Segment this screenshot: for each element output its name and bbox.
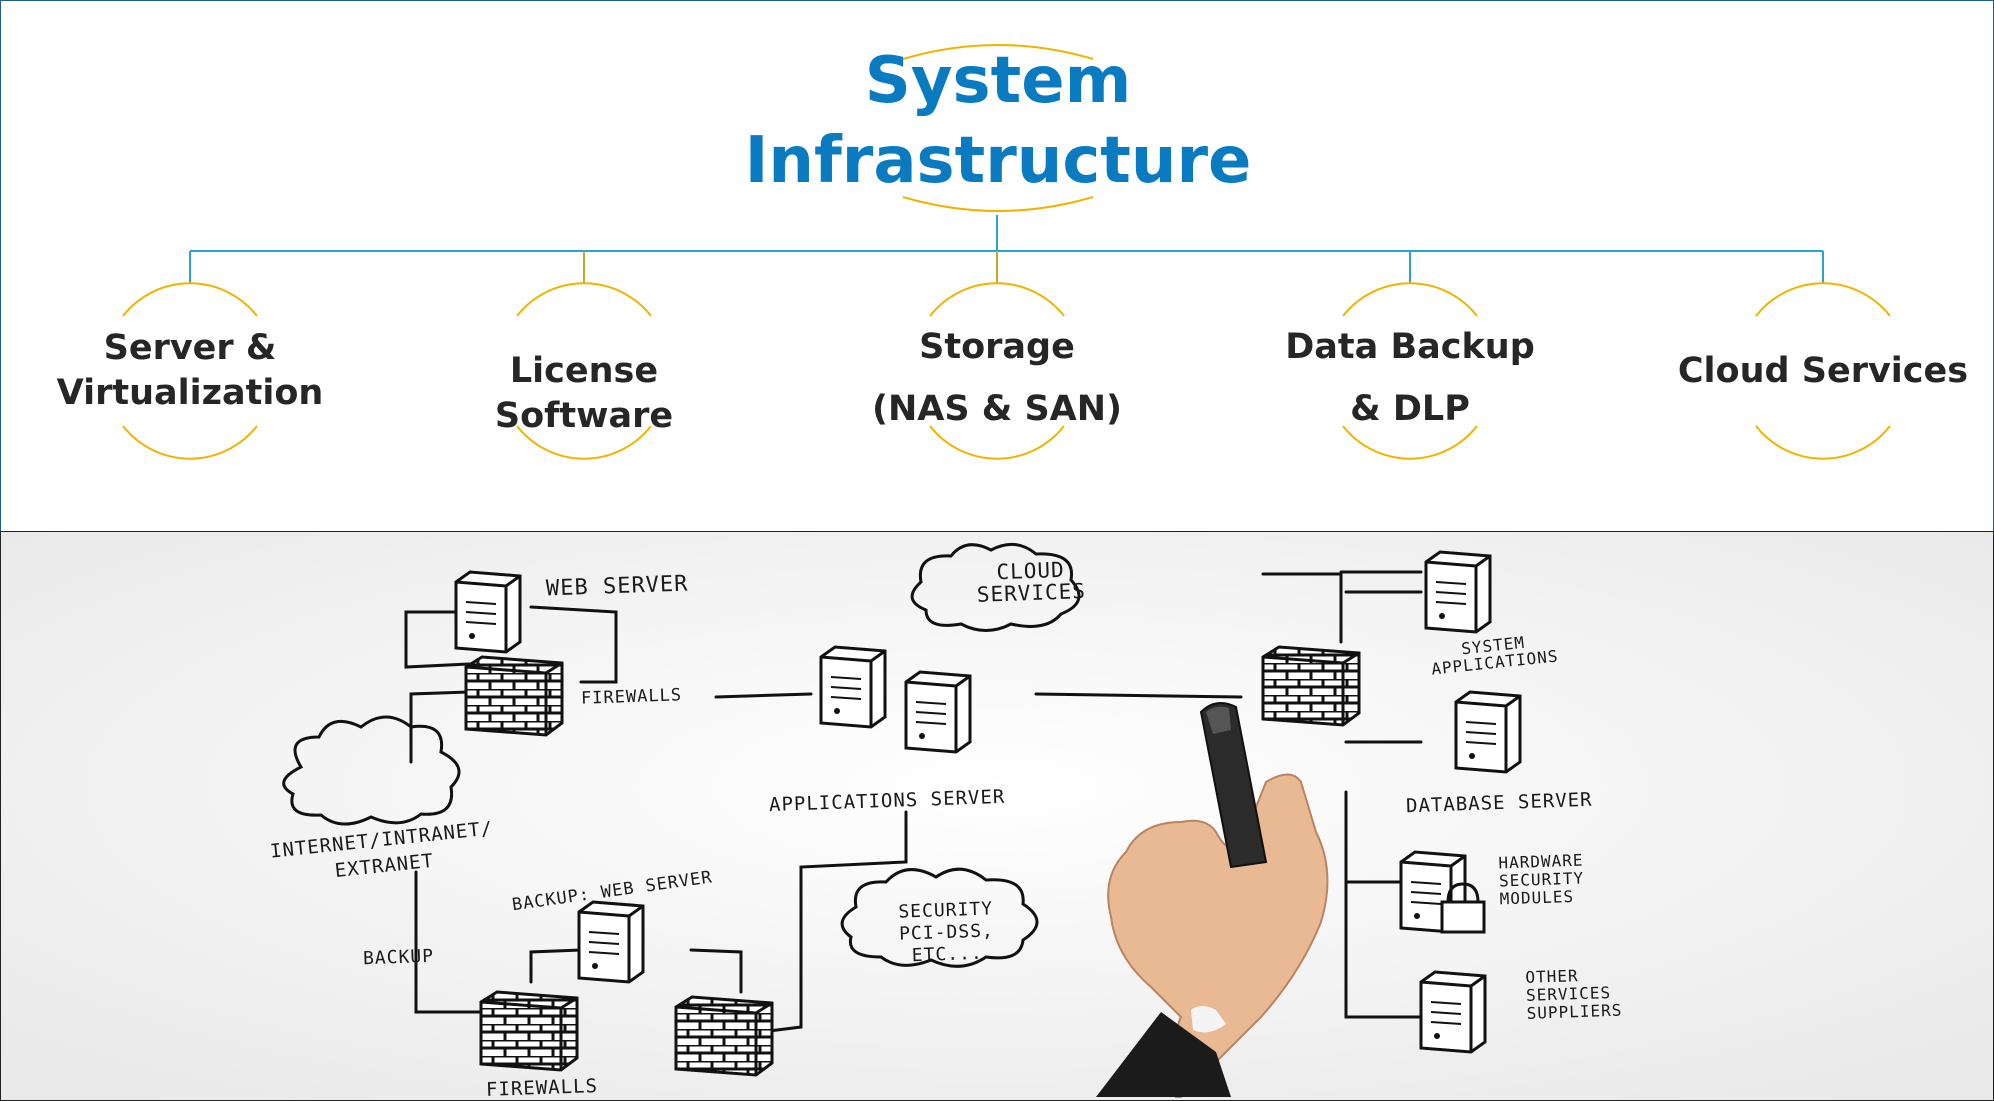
label-cloud-services: CLOUD SERVICES	[976, 557, 1087, 607]
node-label-line: & DLP	[1350, 389, 1470, 429]
sketch-connections	[404, 570, 1423, 1034]
node-label-line: Virtualization	[56, 373, 324, 413]
node-label-line: Server &	[103, 328, 277, 368]
system-apps-device	[1424, 550, 1492, 634]
backup-web-server-device	[577, 900, 645, 984]
node-arc-top-4	[1342, 282, 1478, 317]
firewall-top-device	[464, 655, 564, 737]
node-arcs	[122, 282, 1891, 460]
internet-cloud-shape	[282, 715, 461, 826]
firewall-right-device	[1261, 645, 1361, 727]
node-label-line: Data Backup	[1285, 327, 1535, 367]
firewall-bottom-device-2	[674, 995, 774, 1077]
node-label-line: License Software	[494, 351, 674, 436]
title-line-1: System	[864, 44, 1132, 118]
firewall-bottom-device-1	[479, 990, 579, 1072]
node-arc-bottom-3	[929, 425, 1065, 460]
node-license-software: License Software	[424, 349, 744, 439]
app-server-device-1	[819, 645, 887, 729]
node-arc-top-1	[122, 282, 258, 317]
node-server-virtualization: Server & Virtualization	[30, 326, 350, 416]
node-arc-top-3	[929, 282, 1065, 317]
hierarchy-panel: System Infrastructure Server & Virtualiz…	[0, 0, 1994, 532]
node-arc-bottom-2	[516, 425, 652, 460]
title-arc-bottom	[902, 196, 1094, 212]
database-server-device	[1454, 690, 1522, 774]
label-hardware-security: HARDWARE SECURITY MODULES	[1498, 850, 1585, 909]
node-label-line: Cloud Services	[1677, 351, 1969, 391]
node-arc-top-2	[516, 282, 652, 317]
hand-with-marker-icon	[1096, 702, 1329, 1098]
network-sketch-panel: WEB SERVER FIREWALLS CLOUD SERVICES APPL…	[0, 531, 1994, 1101]
node-data-backup: Data Backup & DLP	[1250, 316, 1570, 440]
node-cloud-services: Cloud Services	[1663, 349, 1983, 394]
web-server-device	[454, 570, 522, 654]
node-label-line: Storage	[919, 327, 1075, 367]
label-other-services: OTHER SERVICES SUPPLIERS	[1525, 966, 1623, 1023]
label-security: SECURITY PCI-DSS, ETC...	[898, 898, 995, 967]
node-storage: Storage (NAS & SAN)	[837, 316, 1157, 440]
security-cloud-shape	[840, 867, 1039, 968]
node-arc-bottom-5	[1755, 425, 1891, 460]
label-web-server: WEB SERVER	[545, 571, 689, 602]
hierarchy-connectors	[122, 44, 1891, 460]
node-arc-bottom-4	[1342, 425, 1478, 460]
app-server-device-2	[904, 670, 972, 754]
cloud-services-shape	[910, 542, 1081, 632]
label-backup: BACKUP	[362, 945, 435, 970]
network-sketch	[1, 532, 1993, 1100]
padlock-icon	[1446, 882, 1480, 903]
label-firewalls-top: FIREWALLS	[580, 685, 683, 709]
node-label-line: (NAS & SAN)	[871, 389, 1123, 429]
title-arc-top	[902, 44, 1094, 60]
node-arc-bottom-1	[122, 425, 258, 460]
label-firewalls-bottom: FIREWALLS	[485, 1075, 599, 1101]
title-line-2: Infrastructure	[744, 124, 1252, 198]
other-services-device	[1419, 970, 1487, 1054]
diagram-title: System Infrastructure	[698, 41, 1298, 201]
node-arc-top-5	[1755, 282, 1891, 317]
